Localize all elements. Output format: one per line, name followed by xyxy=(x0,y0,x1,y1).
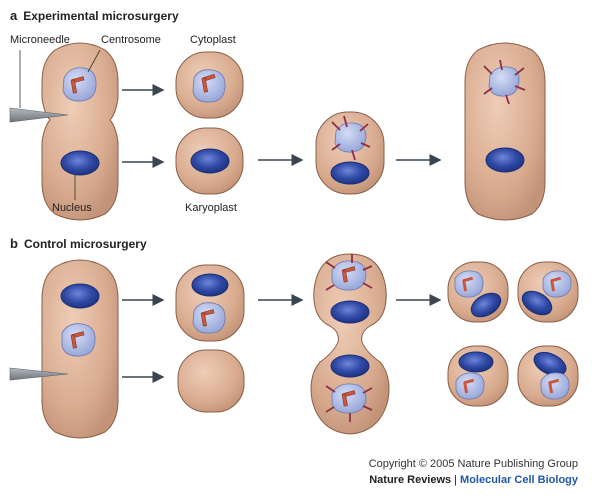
leader-centrosome xyxy=(87,49,101,73)
centrosome-b-parent xyxy=(61,323,96,357)
piece-b-bottom xyxy=(177,349,245,413)
daughter-cell-4 xyxy=(517,345,579,407)
microneedle-a xyxy=(9,107,69,123)
nucleus-b-dividing-bottom xyxy=(330,354,370,378)
final-cell-a xyxy=(464,42,546,221)
nucleus-b-top xyxy=(191,273,229,297)
journal-name: Molecular Cell Biology xyxy=(460,474,578,486)
copyright-text: Copyright © 2005 Nature Publishing Group xyxy=(368,458,578,470)
centrosome-b-dividing-top xyxy=(325,254,373,291)
nucleus-karyoplast xyxy=(190,148,230,174)
nucleus-final-a xyxy=(485,147,525,173)
label-nucleus: Nucleus xyxy=(52,202,92,214)
microneedle-b xyxy=(9,367,69,381)
panel-a-letter: a xyxy=(10,8,18,23)
nucleus-a-parent xyxy=(60,150,100,176)
panel-b-header: b Control microsurgery xyxy=(10,236,147,251)
credit-separator: | xyxy=(454,474,458,486)
daughter-cell-3 xyxy=(447,345,509,407)
centrosome-regenerated-a xyxy=(331,115,371,161)
centrosome-b-top xyxy=(192,302,226,334)
panel-a-header: a Experimental microsurgery xyxy=(10,8,179,23)
label-karyoplast: Karyoplast xyxy=(185,202,237,214)
centrosome-cytoplast xyxy=(192,69,226,103)
nucleus-b-parent xyxy=(60,283,100,309)
centrosome-final-a xyxy=(483,59,526,105)
centrosome-b-dividing-bottom xyxy=(325,383,373,422)
panel-b-letter: b xyxy=(10,236,18,251)
label-centrosome: Centrosome xyxy=(101,34,161,46)
nucleus-regenerated-a xyxy=(330,161,370,185)
label-microneedle: Microneedle xyxy=(10,34,70,46)
centrosome-a-parent xyxy=(62,67,97,102)
panel-a-title: Experimental microsurgery xyxy=(23,9,179,23)
panel-b-title: Control microsurgery xyxy=(23,237,147,251)
daughter-cell-2 xyxy=(517,261,579,323)
publisher-name: Nature Reviews xyxy=(369,474,452,486)
label-cytoplast: Cytoplast xyxy=(190,34,236,46)
daughter-cell-1 xyxy=(447,261,509,323)
nucleus-b-dividing-top xyxy=(330,300,370,324)
journal-credit: Nature Reviews|Molecular Cell Biology xyxy=(369,474,578,486)
